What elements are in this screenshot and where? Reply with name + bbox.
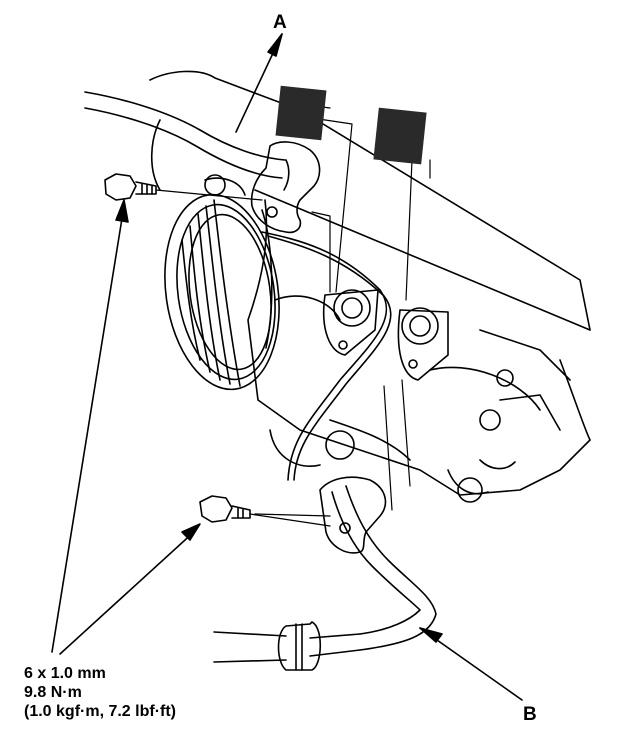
bolt-lower <box>199 495 251 523</box>
callout-arrow-b <box>419 627 523 701</box>
thin-pipe <box>261 231 392 481</box>
bolt-size: 6 x 1.0 mm <box>24 665 106 682</box>
callout-arrow-a <box>235 33 283 133</box>
seal-swatch-right <box>373 107 427 165</box>
callout-label-b: B <box>523 704 537 725</box>
leader-lines <box>155 103 431 527</box>
bolt-torque-spec: 6 x 1.0 mm 9.8 N·m (1.0 kgf·m, 7.2 lbf·f… <box>24 664 176 721</box>
hose-b <box>213 476 437 671</box>
bolt-upper <box>104 173 157 201</box>
callout-label-a: A <box>273 12 287 33</box>
compressor-bosses <box>204 174 514 503</box>
hose-a <box>84 91 321 234</box>
port-flanges <box>322 289 449 381</box>
compressor-pulley <box>164 193 280 391</box>
bolt-torque-alt: (1.0 kgf·m, 7.2 lbf·ft) <box>24 703 177 720</box>
seal-swatch-left <box>275 85 327 141</box>
spec-leader-arrows <box>51 199 201 655</box>
bolt-torque-nm: 9.8 N·m <box>24 684 82 701</box>
